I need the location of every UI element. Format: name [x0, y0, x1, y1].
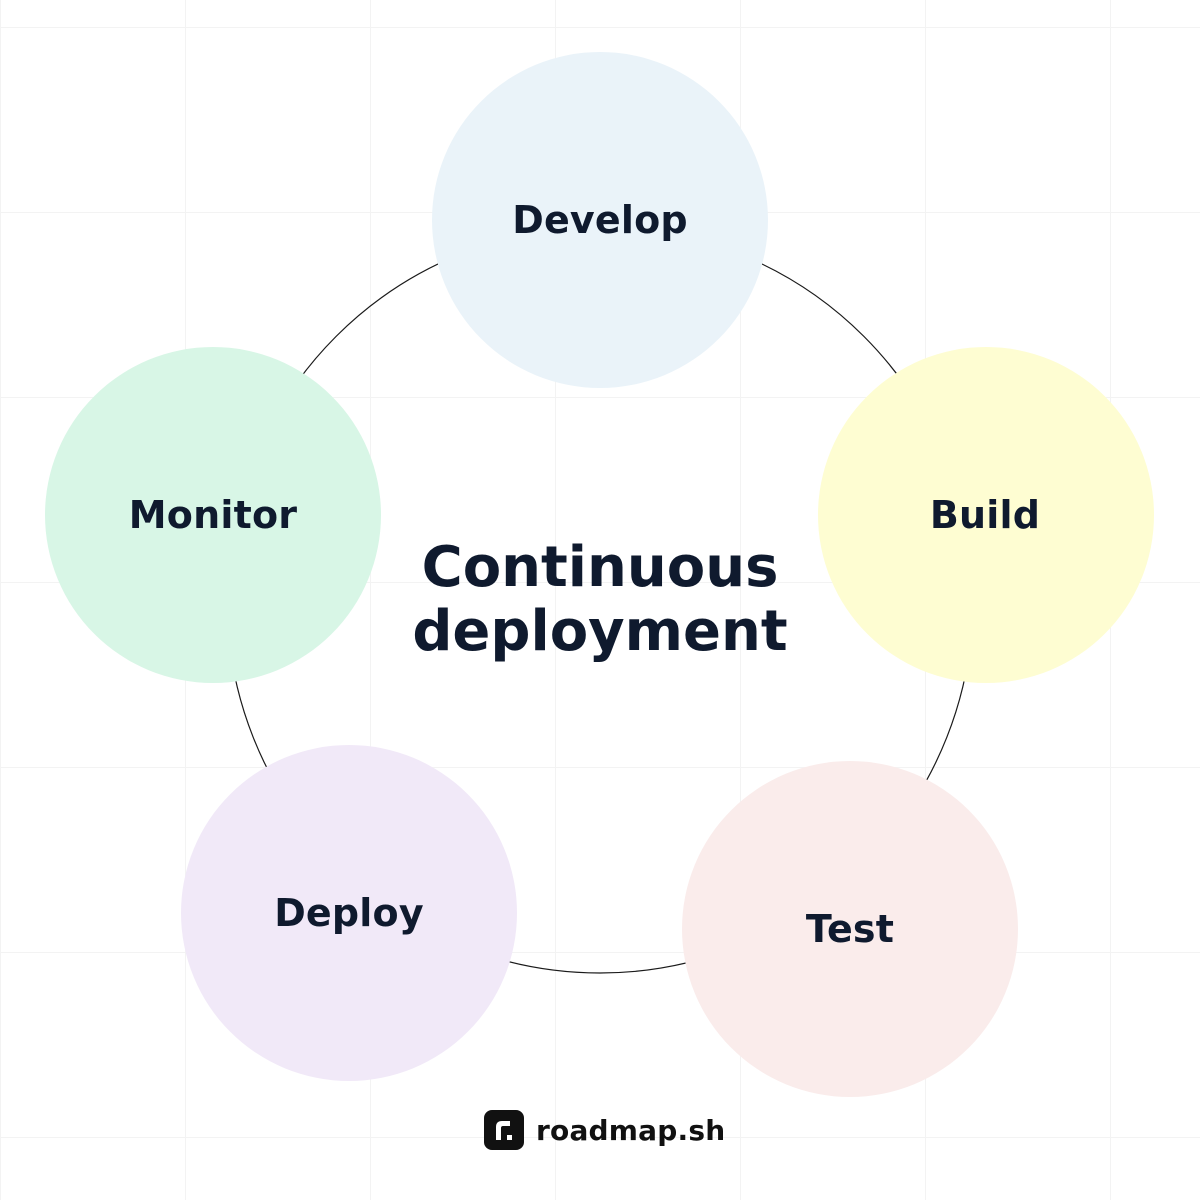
- brand-name: roadmap.sh: [536, 1113, 726, 1147]
- stage-develop-label: Develop: [512, 198, 688, 242]
- stage-build: Build: [818, 347, 1154, 683]
- diagram-title-line2: deployment: [412, 599, 788, 664]
- stage-deploy: Deploy: [181, 745, 517, 1081]
- stage-test: Test: [682, 761, 1018, 1097]
- stage-deploy-label: Deploy: [274, 891, 424, 935]
- stage-develop: Develop: [432, 52, 768, 388]
- stage-build-label: Build: [929, 493, 1041, 537]
- stage-monitor: Monitor: [45, 347, 381, 683]
- stage-test-label: Test: [805, 907, 895, 951]
- diagram-title: Continuous deployment: [350, 536, 850, 664]
- roadmap-logo-icon: [484, 1110, 524, 1150]
- brand-footer: roadmap.sh: [484, 1109, 725, 1151]
- diagram-title-line1: Continuous: [421, 535, 779, 600]
- stage-monitor-label: Monitor: [128, 493, 298, 537]
